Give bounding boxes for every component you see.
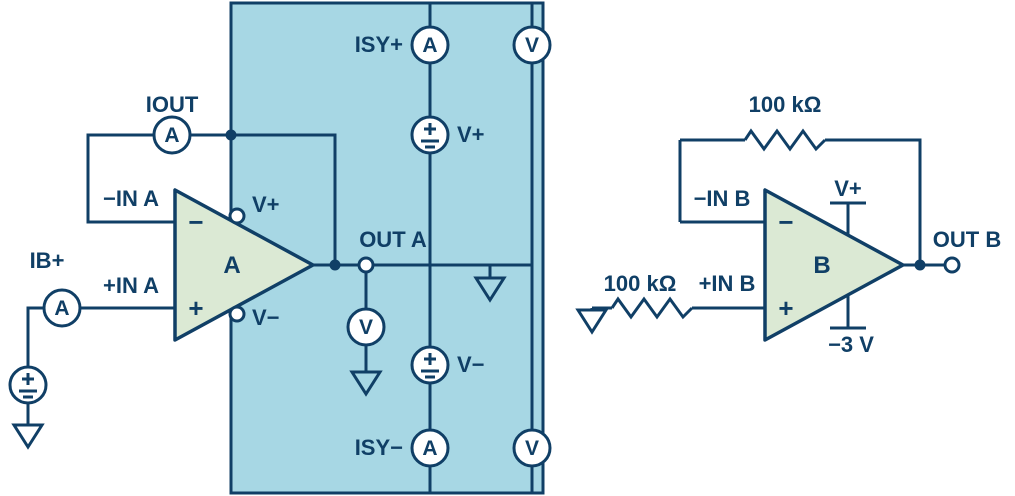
label-supply-pos-b: V+	[834, 176, 862, 201]
vplus-tap-b	[830, 201, 866, 235]
wire-ib-source	[26, 306, 44, 425]
label-ib: IB+	[30, 248, 65, 273]
opamp-a-plus-sign: +	[188, 293, 203, 323]
opamp-a-label: A	[223, 252, 240, 279]
voltmeter-top-letter: V	[525, 34, 539, 57]
label-input-resistor-b: 100 kΩ	[604, 271, 677, 296]
label-isy-minus: ISY−	[355, 435, 403, 460]
ammeter-isy-plus-letter: A	[422, 34, 437, 57]
label-out-a: OUT A	[359, 227, 427, 252]
ammeter-iout	[152, 115, 192, 155]
pin-vplus-a	[228, 207, 246, 225]
voltmeter-bottom-letter: V	[525, 437, 539, 460]
voltmeter-out-a	[346, 307, 386, 347]
source-ib-battery-symbol	[19, 373, 37, 399]
source-vplus-battery-symbol	[421, 123, 439, 149]
ground-input-b-icon	[575, 308, 609, 335]
opamp-a-minus-sign: −	[188, 207, 203, 237]
label-in-pos-b: +IN B	[699, 271, 756, 296]
junction-feedback-b	[914, 259, 926, 271]
resistor-input-b	[610, 296, 694, 320]
ammeter-iout-letter: A	[164, 124, 179, 147]
ammeter-isy-minus-letter: A	[422, 437, 437, 460]
label-in-neg-a: −IN A	[103, 186, 159, 211]
ammeter-isy-minus	[410, 428, 450, 468]
label-supply-vminus: V−	[457, 352, 485, 377]
junction-feedback-a	[329, 259, 341, 271]
label-in-neg-b: −IN B	[694, 186, 751, 211]
label-isy-plus: ISY+	[355, 32, 403, 57]
label-supply-neg-b: −3 V	[828, 332, 874, 357]
wire-neg-input-b	[678, 140, 765, 224]
ammeter-ib	[42, 288, 82, 328]
label-iout: IOUT	[146, 92, 199, 117]
ground-ib-icon	[11, 423, 45, 450]
opamp-b-label: B	[813, 252, 830, 279]
opamp-a-triangle	[173, 188, 315, 342]
voltmeter-top	[512, 25, 552, 65]
junction-box-edge	[225, 129, 237, 141]
label-pin-vplus-a: V+	[252, 192, 280, 217]
wire-feedback-b	[680, 138, 922, 265]
vminus-tap-b	[830, 295, 866, 330]
label-supply-vplus: V+	[457, 122, 485, 147]
ammeter-ib-letter: A	[54, 297, 69, 320]
label-pin-vminus-a: V−	[252, 305, 280, 330]
pin-out-b	[943, 256, 961, 274]
opamp-b-triangle	[763, 188, 905, 342]
label-feedback-resistor-b: 100 kΩ	[749, 92, 822, 117]
label-in-pos-a: +IN A	[103, 273, 159, 298]
pin-out-a	[357, 256, 375, 274]
voltmeter-bottom	[512, 428, 552, 468]
source-vminus-battery-symbol	[421, 353, 439, 379]
voltmeter-out-a-letter: V	[359, 316, 373, 339]
wire-feedback-a	[86, 133, 337, 265]
resistor-feedback-b	[743, 128, 827, 152]
ground-out-a-icon	[349, 370, 383, 397]
ground-supply-mid-icon	[473, 276, 507, 303]
label-out-b: OUT B	[933, 227, 1001, 252]
opamp-b-plus-sign: +	[778, 293, 793, 323]
ammeter-isy-plus	[410, 25, 450, 65]
opamp-b-minus-sign: −	[778, 207, 793, 237]
pin-vminus-a	[228, 305, 246, 323]
